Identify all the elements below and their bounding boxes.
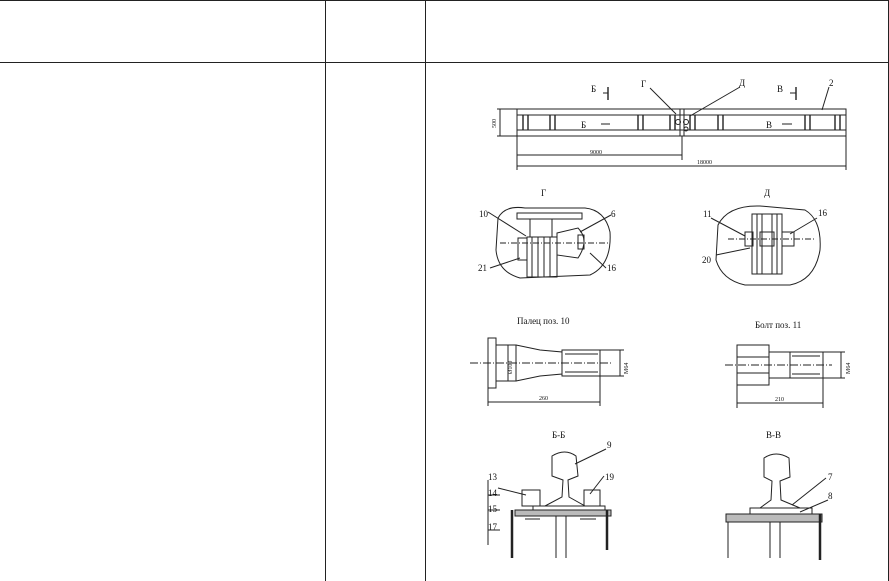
section-bb-view (487, 448, 612, 558)
bolt-view (725, 344, 845, 408)
label-pin-dia: Ø100 (508, 361, 514, 374)
pin-view (470, 337, 624, 406)
label-bb-pos-14: 14 (488, 488, 498, 498)
label-g-pos-10: 10 (479, 209, 489, 219)
label-dim-total: 18000 (697, 160, 712, 166)
title-bolt: Болт поз. 11 (755, 320, 801, 330)
detail-g-view (487, 207, 612, 279)
detail-d-view (710, 205, 821, 286)
label-detail-g-top: Г (641, 79, 646, 89)
label-bb-pos-17: 17 (488, 522, 498, 532)
title-section-vv: В-В (766, 430, 781, 440)
label-bb-pos-15: 15 (488, 504, 498, 514)
label-section-v-inner: В (766, 120, 772, 130)
section-vv-view (725, 453, 829, 560)
label-d-pos-11: 11 (703, 209, 712, 219)
top-border (0, 0, 889, 1)
label-section-b-inner: Б (581, 120, 586, 130)
label-g-pos-16: 16 (607, 263, 617, 273)
label-pin-length: 260 (539, 396, 548, 402)
label-pin-thread: М64 (624, 363, 630, 374)
label-detail-d-top: Д (739, 78, 745, 88)
label-bolt-thread: М64 (846, 363, 852, 374)
header-divider (0, 62, 889, 63)
label-section-b-top: Б (591, 84, 596, 94)
label-pos-2: 2 (829, 78, 834, 88)
label-bb-pos-19: 19 (605, 472, 615, 482)
label-d-pos-20: 20 (702, 255, 712, 265)
label-g-pos-6: 6 (611, 209, 616, 219)
title-detail-g: Г (541, 188, 546, 198)
title-pin: Палец поз. 10 (517, 316, 570, 326)
label-bb-pos-13: 13 (488, 472, 498, 482)
label-bb-pos-9: 9 (607, 440, 612, 450)
label-vv-pos-7: 7 (828, 472, 833, 482)
column-divider-2 (425, 0, 426, 581)
label-section-v-top: В (777, 84, 783, 94)
label-dim-half: 9000 (590, 150, 602, 156)
label-g-pos-21: 21 (478, 263, 487, 273)
plan-view (497, 86, 847, 170)
label-vv-pos-8: 8 (828, 491, 833, 501)
label-d-pos-16: 16 (818, 208, 828, 218)
label-dim-height: 500 (492, 119, 498, 128)
column-divider-1 (325, 0, 326, 581)
title-detail-d: Д (764, 188, 770, 198)
title-section-bb: Б-Б (552, 430, 565, 440)
label-bolt-length: 210 (775, 397, 784, 403)
